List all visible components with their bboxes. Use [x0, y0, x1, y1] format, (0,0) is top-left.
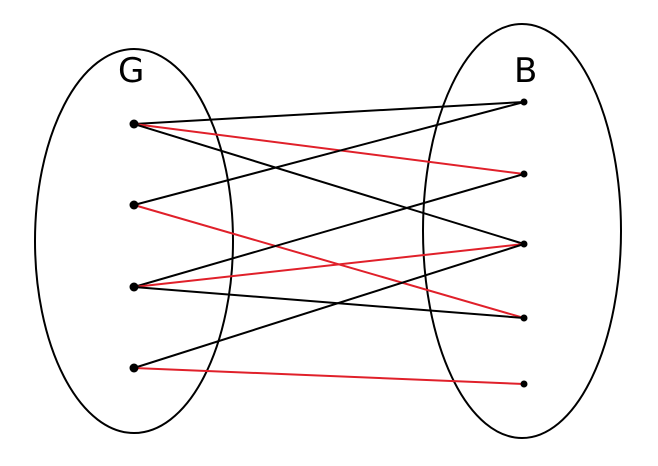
node-b1	[520, 98, 528, 106]
set-g-ellipse	[34, 48, 234, 434]
node-b3	[520, 240, 528, 248]
edge-g3-b2-black	[133, 173, 525, 288]
node-g1	[129, 119, 139, 129]
node-b2	[520, 170, 528, 178]
edges-layer	[133, 101, 525, 385]
edge-g1-b3-black	[133, 123, 525, 245]
node-g4	[129, 363, 139, 373]
edge-g4-b5-red	[133, 367, 525, 385]
node-b4	[520, 314, 528, 322]
node-b5	[520, 380, 528, 388]
edge-g2-b1-black	[133, 101, 525, 206]
edge-g3-b3-red	[133, 243, 525, 288]
set-b-ellipse	[422, 23, 622, 439]
set-g-label: G	[118, 51, 144, 91]
edge-g2-b4-red	[133, 204, 525, 319]
edge-g1-b2-red	[133, 123, 525, 175]
nodes-layer	[129, 98, 528, 388]
edge-g1-b1-black	[133, 101, 525, 125]
node-g3	[129, 282, 139, 292]
edge-g4-b3-black	[133, 243, 525, 369]
node-g2	[129, 200, 139, 210]
edge-g3-b4-black	[133, 286, 525, 319]
set-b-label: B	[514, 51, 537, 91]
